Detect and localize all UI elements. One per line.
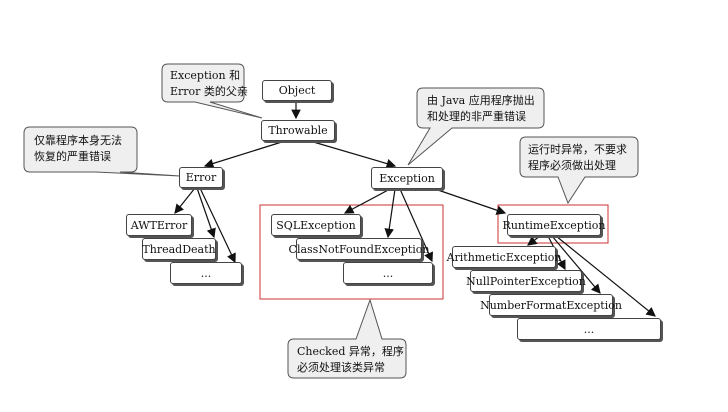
node-threaddeath: ThreadDeath [142, 238, 216, 260]
edge-runtime-nullpointer [547, 235, 566, 271]
node-nullpointerexception: NullPointerException [466, 270, 586, 292]
edge-exception-checked-more [399, 188, 433, 263]
edge-exception-classnotfound [384, 188, 396, 239]
callout-checked-line2: 必须处理该类异常 [297, 361, 385, 374]
edge-runtime-numberformat [551, 235, 601, 294]
node-exception: Exception [371, 167, 443, 189]
callout-exception-bubble [407, 87, 545, 166]
callout-checked-text: Checked 异常，程序 必须处理该类异常 [297, 344, 404, 376]
callout-runtime-line2: 程序必须做出处理 [528, 159, 616, 172]
callout-error-line2: 恢复的严重错误 [34, 150, 111, 163]
node-object: Object [262, 80, 332, 101]
callout-error-bubble [23, 126, 181, 177]
callout-runtime-text: 运行时异常，不要求 程序必须做出处理 [528, 142, 627, 174]
node-runtime-more: ... [517, 318, 661, 340]
runtime-exception-frame [497, 204, 609, 244]
node-numberformatexception: NumberFormatException [480, 294, 622, 316]
edge-exception-sql [343, 188, 391, 214]
callout-parent-text: Exception 和 Error 类的父亲 [170, 68, 248, 100]
node-runtimeexception: RuntimeException [503, 214, 605, 236]
edge-error-threaddeath [196, 187, 216, 239]
callout-error-text: 仅靠程序本身无法 恢复的严重错误 [34, 133, 122, 165]
node-error-more: ... [170, 262, 242, 284]
callout-exception-line1: 由 Java 应用程序抛出 [427, 94, 535, 107]
callout-error-line1: 仅靠程序本身无法 [34, 134, 122, 147]
callout-parent-line2: Error 类的父亲 [170, 85, 248, 98]
node-error: Error [179, 167, 223, 188]
node-sqlexception: SQLException [271, 214, 361, 236]
node-throwable: Throwable [261, 120, 335, 141]
callout-exception-text: 由 Java 应用程序抛出 和处理的非严重错误 [427, 93, 535, 125]
edge-exception-runtime [434, 188, 507, 215]
edge-throwable-exception [309, 140, 397, 169]
callout-checked-line1: Checked 异常，程序 [297, 345, 404, 358]
node-classnotfoundexception: ClassNotFoundException [289, 238, 429, 260]
node-checked-more: ... [343, 262, 433, 284]
callout-runtime-line1: 运行时异常，不要求 [528, 143, 627, 156]
callout-exception-line2: 和处理的非严重错误 [427, 110, 526, 123]
edge-error-more [199, 187, 236, 264]
node-awterror: AWTError [126, 214, 192, 236]
callout-runtime-bubble [519, 136, 639, 205]
callout-checked-bubble [287, 298, 407, 379]
node-arithmeticexception: ArithmeticException [447, 246, 561, 268]
callout-parent-line1: Exception 和 [170, 69, 241, 82]
edge-runtime-arithmetic [527, 235, 541, 246]
callout-parent-bubble [161, 63, 263, 119]
edge-runtime-more [555, 235, 656, 317]
edge-throwable-error [203, 140, 286, 169]
edge-error-awterror [174, 187, 196, 214]
